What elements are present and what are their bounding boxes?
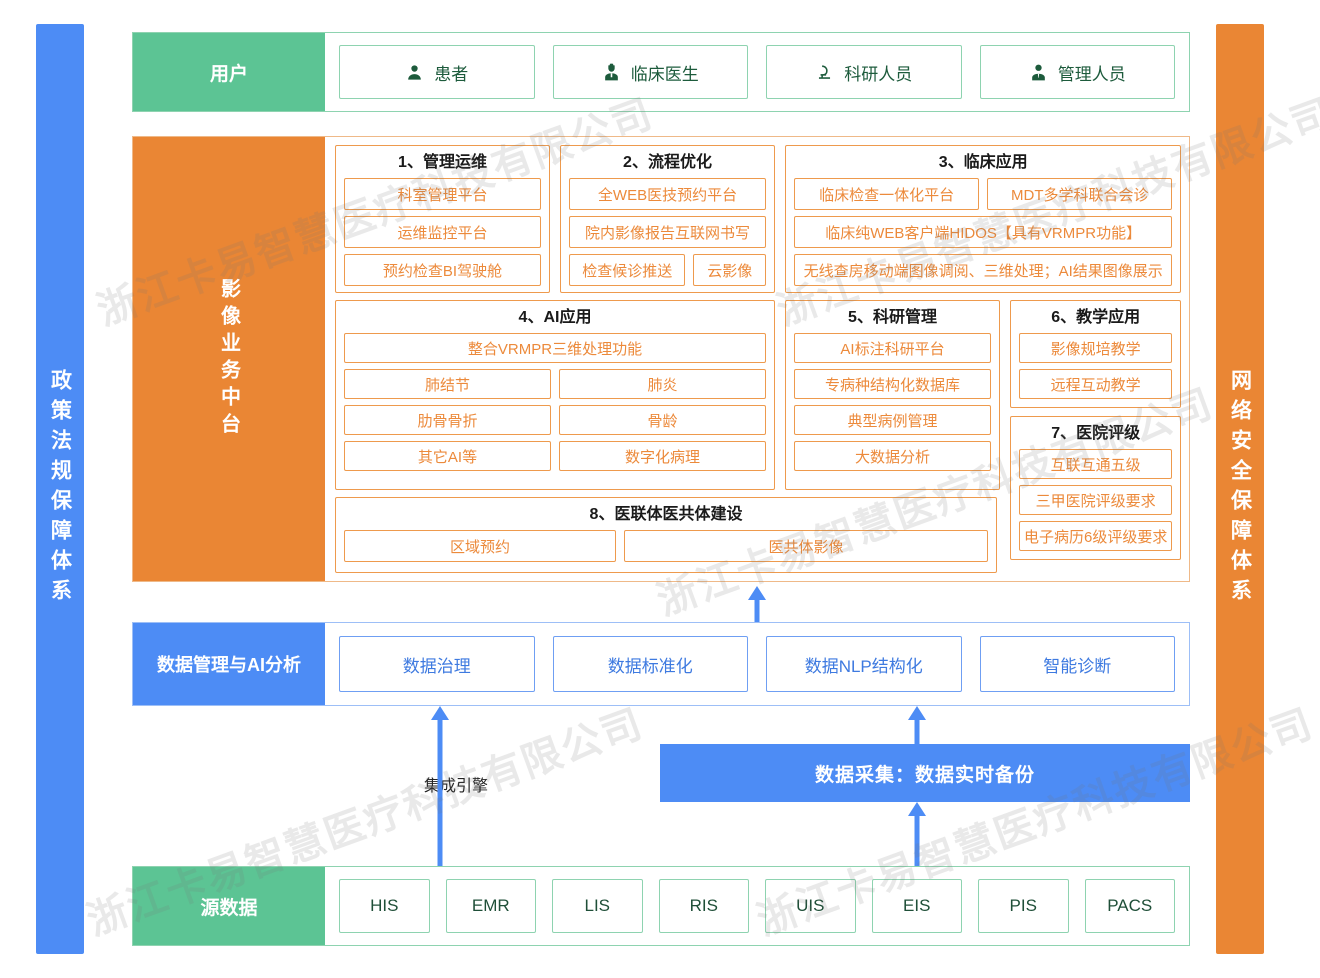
dm-card[interactable]: 数据治理 (339, 636, 535, 692)
group-title: 2、流程优化 (623, 154, 712, 171)
data-collection-box: 数据采集：数据实时备份 (660, 744, 1190, 802)
platform-group-5: 5、科研管理 AI标注科研平台 专病种结构化数据库 典型病例管理 大数据分析 (785, 300, 1000, 490)
microscope-icon (815, 63, 834, 82)
right-side-band: 网络安全保障体系 (1216, 24, 1264, 954)
chip[interactable]: MDT多学科联合会诊 (987, 178, 1173, 210)
user-card-patient[interactable]: 患者 (339, 45, 535, 99)
chip[interactable]: 区域预约 (344, 530, 617, 562)
left-side-band-label: 政策法规保障体系 (48, 369, 72, 609)
source-data-row: 源数据 HIS EMR LIS RIS UIS EIS PIS PACS (132, 866, 1190, 946)
source-card[interactable]: EIS (871, 879, 962, 933)
chip[interactable]: 临床检查一体化平台 (794, 178, 980, 210)
data-management-row-label: 数据管理与AI分析 (133, 623, 325, 705)
platform-group-8: 8、医联体医共体建设 区域预约 医共体影像 (335, 497, 997, 573)
chip[interactable]: 骨龄 (559, 405, 766, 435)
chip[interactable]: 全WEB医技预约平台 (569, 178, 766, 210)
chip[interactable]: 肋骨骨折 (344, 405, 551, 435)
group-title: 7、医院评级 (1051, 425, 1141, 442)
chip[interactable]: 远程互动教学 (1019, 369, 1173, 399)
source-card[interactable]: LIS (552, 879, 643, 933)
chip[interactable]: 影像规培教学 (1019, 333, 1173, 363)
platform-group-7: 7、医院评级 互联互通五级 三甲医院评级要求 电子病历6级评级要求 (1010, 416, 1182, 560)
platform-groups-6-7-column: 6、教学应用 影像规培教学 远程互动教学 7、医院评级 互联互通五级 三甲医院评… (1010, 300, 1182, 560)
arrow-datamgmt-to-platform (748, 586, 766, 622)
chip[interactable]: 典型病例管理 (794, 405, 991, 435)
manager-icon (1029, 63, 1048, 82)
user-card-label: 患者 (434, 64, 469, 84)
user-card-label: 科研人员 (844, 64, 913, 84)
platform-group-1: 1、管理运维 科室管理平台 运维监控平台 预约检查BI驾驶舱 (335, 145, 550, 293)
platform-group-2: 2、流程优化 全WEB医技预约平台 院内影像报告互联网书写 检查候诊推送 云影像 (560, 145, 775, 293)
source-card[interactable]: HIS (339, 879, 430, 933)
platform-row: 影像业务中台 1、管理运维 科室管理平台 运维监控平台 预约检查BI驾驶舱 2、… (132, 136, 1190, 582)
user-card-researcher[interactable]: 科研人员 (766, 45, 962, 99)
chip[interactable]: 互联互通五级 (1019, 449, 1173, 479)
left-side-band: 政策法规保障体系 (36, 24, 84, 954)
arrow-collect-to-datamgmt (908, 706, 926, 746)
platform-row-label: 影像业务中台 (133, 137, 325, 581)
users-row: 用户 患者 临床医生 (132, 32, 1190, 112)
source-card[interactable]: RIS (658, 879, 749, 933)
user-icon (405, 63, 424, 82)
user-card-clinician[interactable]: 临床医生 (552, 45, 748, 99)
group-title: 3、临床应用 (938, 154, 1028, 171)
group-title: 5、科研管理 (848, 309, 937, 326)
source-data-row-label: 源数据 (133, 867, 325, 945)
user-card-administrator[interactable]: 管理人员 (979, 45, 1175, 99)
source-card[interactable]: PIS (978, 879, 1069, 933)
chip[interactable]: 医共体影像 (624, 530, 988, 562)
platform-group-6: 6、教学应用 影像规培教学 远程互动教学 (1010, 300, 1182, 408)
chip[interactable]: 预约检查BI驾驶舱 (344, 254, 541, 286)
platform-group-4: 4、AI应用 整合VRMPR三维处理功能 肺结节 肺炎 肋骨骨折 骨龄 其它AI… (335, 300, 775, 490)
group-title: 4、AI应用 (518, 309, 592, 326)
group-title: 6、教学应用 (1051, 309, 1141, 326)
source-data-row-body: HIS EMR LIS RIS UIS EIS PIS PACS (325, 867, 1189, 945)
dm-card[interactable]: 数据NLP结构化 (766, 636, 962, 692)
dm-card[interactable]: 智能诊断 (979, 636, 1175, 692)
group-title: 8、医联体医共体建设 (589, 506, 743, 523)
chip[interactable]: 三甲医院评级要求 (1019, 485, 1173, 515)
chip[interactable]: 检查候诊推送 (569, 254, 686, 286)
chip[interactable]: 临床纯WEB客户端HIDOS【具有VRMPR功能】 (794, 216, 1173, 248)
chip[interactable]: 无线查房移动端图像调阅、三维处理；AI结果图像展示 (794, 254, 1173, 286)
chip[interactable]: 大数据分析 (794, 441, 991, 471)
source-card[interactable]: UIS (765, 879, 856, 933)
chip[interactable]: 肺炎 (559, 369, 766, 399)
chip[interactable]: 云影像 (693, 254, 766, 286)
chip[interactable]: 肺结节 (344, 369, 551, 399)
chip[interactable]: 院内影像报告互联网书写 (569, 216, 766, 248)
right-side-band-label: 网络安全保障体系 (1228, 369, 1252, 609)
source-card[interactable]: EMR (445, 879, 536, 933)
users-row-label: 用户 (133, 33, 325, 111)
chip[interactable]: 整合VRMPR三维处理功能 (344, 333, 766, 363)
arrow-source-to-collect (908, 802, 926, 866)
chip[interactable]: 科室管理平台 (344, 178, 541, 210)
chip[interactable]: 运维监控平台 (344, 216, 541, 248)
chip[interactable]: AI标注科研平台 (794, 333, 991, 363)
doctor-icon (602, 63, 621, 82)
integration-engine-label: 集成引擎 (396, 770, 516, 798)
users-row-body: 患者 临床医生 科研人员 (325, 33, 1189, 111)
data-management-row: 数据管理与AI分析 数据治理 数据标准化 数据NLP结构化 智能诊断 (132, 622, 1190, 706)
group-title: 1、管理运维 (398, 154, 487, 171)
chip[interactable]: 专病种结构化数据库 (794, 369, 991, 399)
dm-card[interactable]: 数据标准化 (552, 636, 748, 692)
platform-group-3: 3、临床应用 临床检查一体化平台 MDT多学科联合会诊 临床纯WEB客户端HID… (785, 145, 1182, 293)
chip[interactable]: 数字化病理 (559, 441, 766, 471)
platform-body: 1、管理运维 科室管理平台 运维监控平台 预约检查BI驾驶舱 2、流程优化 全W… (325, 137, 1191, 581)
chip[interactable]: 电子病历6级评级要求 (1019, 521, 1173, 551)
user-card-label: 管理人员 (1057, 64, 1126, 84)
data-management-row-body: 数据治理 数据标准化 数据NLP结构化 智能诊断 (325, 623, 1189, 705)
user-card-label: 临床医生 (630, 64, 699, 84)
arrow-integration-engine (431, 706, 449, 866)
chip[interactable]: 其它AI等 (344, 441, 551, 471)
source-card[interactable]: PACS (1084, 879, 1175, 933)
